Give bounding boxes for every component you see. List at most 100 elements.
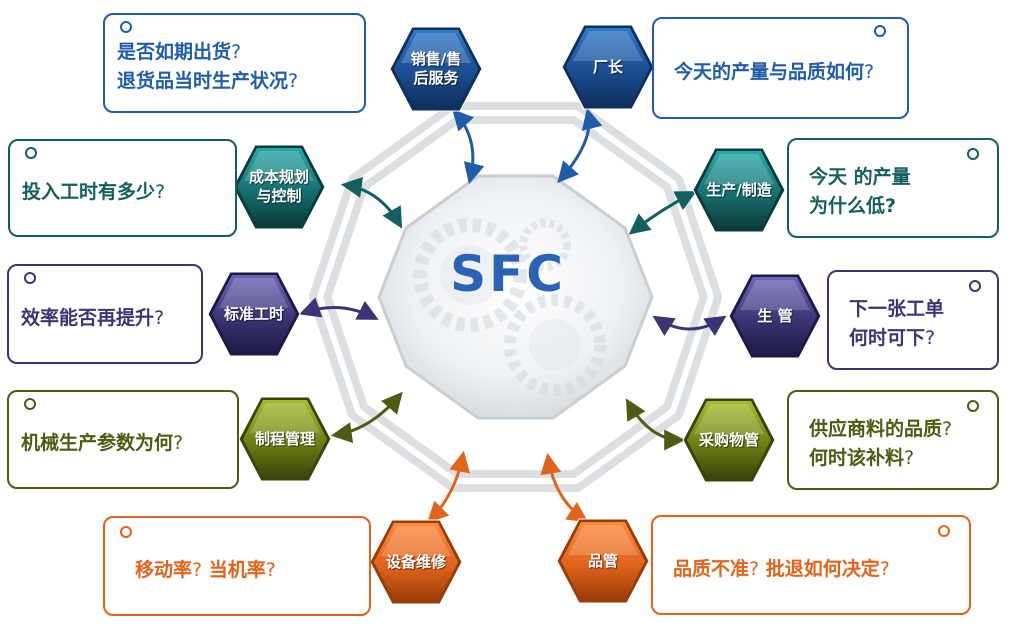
hexagon-label-line: 后服务 [413, 69, 459, 87]
card-question-mark: ? [749, 557, 760, 580]
card-question-mark: ? [173, 432, 184, 454]
card-hole-icon [120, 21, 132, 33]
card-hole-icon [24, 272, 36, 284]
equipment-maintenance-connector-arrow [427, 450, 470, 523]
card-question-text: 机械生产参数为何 [21, 432, 174, 454]
card-question-mark: ? [904, 447, 915, 469]
factory-manager-hexagon: 厂长 [559, 21, 657, 113]
production-question-card: 今天 的产量为什么低? [787, 138, 999, 238]
sales-connector-arrow [452, 108, 485, 185]
process-management-connector-arrow [330, 391, 403, 444]
production-connector-arrow [628, 191, 697, 235]
card-question-line: 机械生产参数为何? [21, 429, 225, 458]
hexagon-label-line: 设备维修 [385, 552, 446, 571]
factory-manager-question-card: 今天的产量与品质如何? [652, 17, 909, 119]
card-question-mark: ? [154, 306, 165, 329]
card-question-mark: ? [155, 180, 166, 203]
card-hole-icon [874, 25, 886, 37]
card-question-text: 品质不准 [673, 557, 750, 580]
card-question-line: 投入工时有多少? [22, 178, 223, 207]
quality-control-connector-arrow [540, 452, 589, 523]
card-question-text: 供应商料的品质 [809, 418, 943, 440]
hexagon-label-line: 标准工时 [223, 304, 284, 323]
production-control-connector-arrow [652, 315, 727, 337]
card-question-text: 是否如期出货 [117, 41, 232, 63]
card-question-line: 为什么低? [809, 192, 985, 221]
card-question-line: 效率能否再提升? [21, 304, 189, 333]
core-decagon [377, 174, 654, 420]
factory-manager-connector-arrow [557, 107, 603, 184]
hexagon-label-line: 与控制 [256, 187, 302, 205]
process-management-hexagon-label: 制程管理 [236, 393, 334, 485]
card-question-line: 今天的产量与品质如何? [674, 58, 895, 87]
card-hole-icon [938, 525, 950, 537]
card-question-text: 何时可下 [849, 327, 926, 349]
purchasing-hexagon: 采购物管 [680, 394, 778, 486]
hexagon-label-line: 制程管理 [254, 429, 315, 448]
card-question-mark: ? [265, 558, 276, 581]
sfc-center-label: SFC [450, 245, 566, 303]
sales-hexagon-label: 销售/售后服务 [387, 23, 485, 115]
hexagon-label-line: 成本规划 [248, 168, 309, 186]
cost-planning-connector-arrow [340, 176, 403, 229]
card-question-text: 投入工时有多少 [22, 180, 156, 203]
quality-control-question-card: 品质不准? 批退如何决定? [651, 515, 971, 615]
hexagon-label-line: 销售/售 [410, 50, 462, 68]
card-question-mark: ? [288, 70, 299, 92]
process-management-hexagon: 制程管理 [236, 393, 334, 485]
equipment-maintenance-hexagon-label: 设备维修 [367, 516, 465, 608]
card-question-text: 效率能否再提升 [21, 306, 155, 329]
standard-hours-hexagon-label: 标准工时 [205, 268, 303, 360]
hexagon-label-line: 生产/制造 [706, 180, 772, 199]
card-question-text: 今天 的产量 [809, 166, 911, 188]
production-hexagon: 生产/制造 [690, 144, 788, 236]
card-question-line: 品质不准? 批退如何决定? [673, 555, 957, 584]
card-question-text: 何时该补料 [809, 447, 905, 469]
card-question-mark: ? [192, 558, 203, 581]
card-question-text: 当机率 [208, 558, 266, 581]
production-control-question-card: 下一张工单何时可下? [827, 270, 999, 370]
hexagon-label-line: 品管 [587, 551, 618, 570]
card-question-mark: ? [231, 41, 242, 63]
card-hole-icon [120, 526, 132, 538]
card-question-text: 为什么低? [809, 195, 897, 217]
card-question-mark: ? [942, 418, 953, 440]
standard-hours-connector-arrow [299, 297, 379, 320]
card-question-text: 今天的产量与品质如何 [674, 60, 865, 83]
cost-planning-hexagon: 成本规划与控制 [230, 141, 328, 233]
card-question-line: 是否如期出货? [117, 38, 352, 67]
card-hole-icon [969, 280, 981, 292]
production-control-hexagon-label: 生 管 [726, 270, 824, 362]
card-hole-icon [967, 400, 979, 412]
sales-question-card: 是否如期出货?退货品当时生产状况? [103, 13, 366, 113]
card-question-line: 退货品当时生产状况? [117, 67, 352, 96]
card-question-line: 何时该补料? [809, 444, 985, 473]
card-hole-icon [24, 398, 36, 410]
card-question-mark: ? [925, 327, 936, 349]
cost-planning-hexagon-label: 成本规划与控制 [230, 141, 328, 233]
quality-control-hexagon-label: 品管 [554, 515, 652, 607]
card-question-text: 下一张工单 [849, 298, 945, 320]
standard-hours-question-card: 效率能否再提升? [7, 264, 203, 364]
hexagon-label-line: 生 管 [757, 306, 793, 325]
equipment-maintenance-question-card: 移动率? 当机率? [103, 516, 371, 616]
equipment-maintenance-hexagon: 设备维修 [367, 516, 465, 608]
card-question-text: 移动率 [135, 558, 193, 581]
card-question-text: 批退如何决定 [765, 557, 880, 580]
card-question-mark: ? [879, 557, 890, 580]
purchasing-connector-arrow [625, 398, 686, 451]
quality-control-hexagon: 品管 [554, 515, 652, 607]
card-question-line: 今天 的产量 [809, 163, 985, 192]
cost-planning-question-card: 投入工时有多少? [8, 139, 237, 237]
card-question-line: 何时可下? [849, 324, 985, 353]
purchasing-question-card: 供应商料的品质?何时该补料? [787, 390, 999, 490]
card-question-text: 退货品当时生产状况 [117, 70, 289, 92]
hexagon-label-line: 厂长 [592, 57, 623, 76]
process-management-question-card: 机械生产参数为何? [7, 390, 239, 489]
hexagon-label-line: 采购物管 [698, 430, 759, 449]
sales-hexagon: 销售/售后服务 [387, 23, 485, 115]
card-question-line: 供应商料的品质? [809, 415, 985, 444]
purchasing-hexagon-label: 采购物管 [680, 394, 778, 486]
